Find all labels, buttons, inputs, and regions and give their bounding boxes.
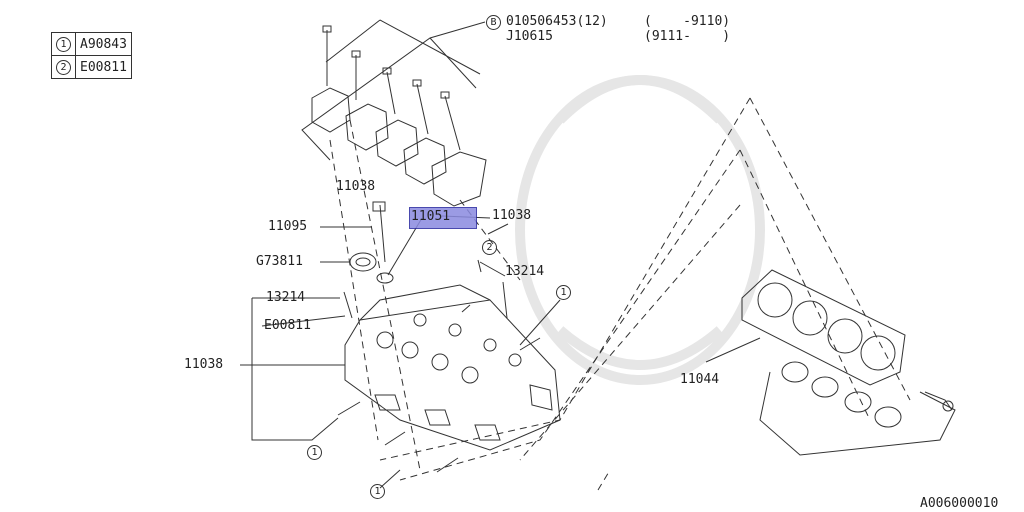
- leader-top-bracket: [301, 21, 486, 161]
- figure-reference: A006000010: [920, 496, 999, 511]
- stud-13214-left: [343, 291, 353, 319]
- part-highlight: [409, 207, 477, 229]
- callout-2[interactable]: 2: [482, 240, 497, 255]
- part-label-11038-top[interactable]: 11038: [336, 179, 376, 194]
- legend-code: E00811: [75, 55, 132, 79]
- leader-11044: [705, 337, 761, 363]
- part-label-11038-head[interactable]: 11038: [184, 357, 224, 372]
- head-bolt: [379, 204, 386, 263]
- leader-top-right: [429, 37, 477, 89]
- part-label-11095[interactable]: 11095: [268, 219, 308, 234]
- guide-lines: [329, 97, 911, 491]
- callout-1[interactable]: 1: [370, 484, 385, 499]
- watermark: [515, 75, 765, 385]
- stud-13214-right: [502, 281, 508, 319]
- leader-e00811: [261, 315, 346, 327]
- bolt-code: 010506453(12): [506, 14, 608, 29]
- legend-table: 1 A90843 2 E00811: [51, 32, 132, 79]
- part-label-11044[interactable]: 11044: [680, 372, 720, 387]
- part-label-13214-right[interactable]: 13214: [505, 264, 545, 279]
- part-label-g73811[interactable]: G73811: [256, 254, 303, 269]
- legend-row: 2 E00811: [51, 55, 132, 79]
- leader-bracket-left: [251, 298, 339, 441]
- legend-code: A90843: [75, 32, 132, 56]
- rocker-assembly: [311, 25, 487, 207]
- bolt-range: ( -9110): [644, 14, 731, 29]
- cylinder-head: [344, 284, 561, 451]
- part-label-11038-mid[interactable]: 11038: [492, 208, 532, 223]
- head-bolt-cap: [372, 201, 386, 212]
- oil-seal: [349, 252, 377, 272]
- part-label-13214-left[interactable]: 13214: [266, 290, 306, 305]
- callout-1[interactable]: 1: [556, 285, 571, 300]
- callout-circle: 1: [56, 37, 71, 52]
- stud-a90843: [337, 401, 361, 416]
- part-label-11051[interactable]: 11051: [411, 209, 451, 224]
- legend-row: 1 A90843: [51, 32, 132, 56]
- part-label-e00811[interactable]: E00811: [264, 318, 311, 333]
- alt-range: (9111- ): [644, 29, 731, 44]
- callout-circle: 2: [56, 60, 71, 75]
- bolt-symbol: B: [486, 15, 501, 30]
- head-gasket: [741, 269, 906, 386]
- alt-code: J10615: [506, 29, 553, 44]
- callout-1[interactable]: 1: [307, 445, 322, 460]
- engine-block: [759, 361, 956, 456]
- leader-bolt-group: [325, 19, 481, 75]
